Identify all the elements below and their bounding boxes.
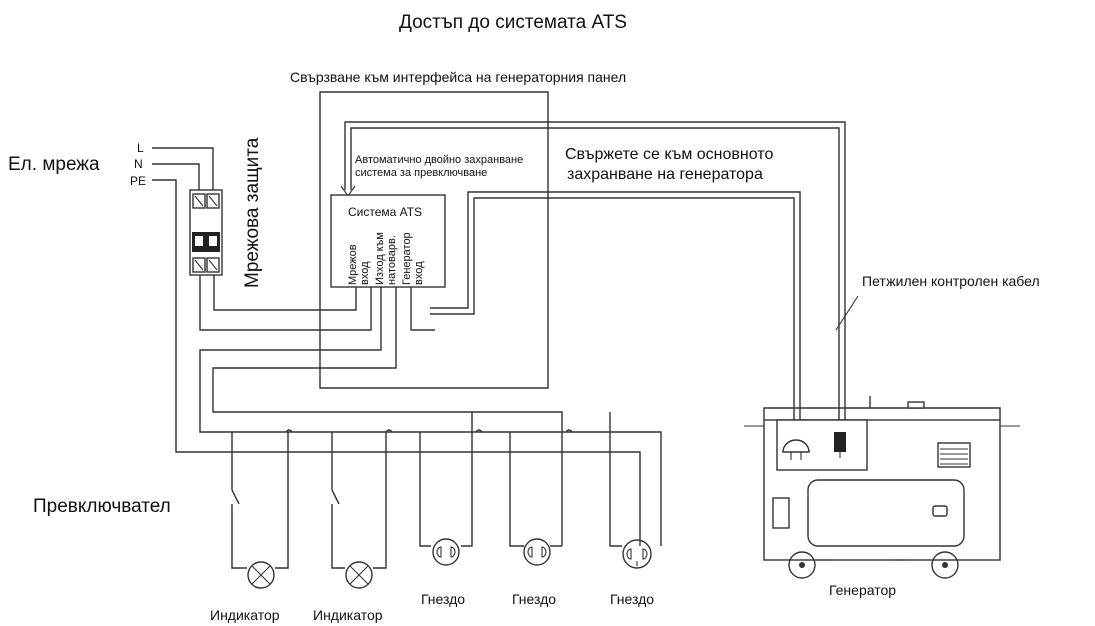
panel-interface-label: Свързване към интерфейса на генераторния… (290, 69, 626, 85)
wire-l-label: L (137, 141, 144, 155)
panel-interface-loop (319, 91, 549, 389)
switch-2 (331, 489, 340, 505)
generator-label: Генератор (829, 582, 896, 598)
indicator-1-lamp (247, 561, 275, 589)
switch-label: Превключвател (33, 496, 171, 517)
five-core-leader (835, 295, 859, 331)
socket-1 (432, 538, 460, 566)
ats-system-label: Система ATS (348, 205, 422, 219)
diagram-title: Достъп до системата ATS (399, 12, 627, 33)
socket-1-circuit (419, 412, 473, 547)
indicator-2-circuit (331, 432, 387, 569)
wire-pe (152, 179, 641, 546)
ats-mains-label-1: Мрежов (347, 244, 359, 285)
ats-gen-label-1: Генератор (401, 232, 413, 285)
switch-1 (231, 489, 240, 505)
indicator-2-label: Индикатор (313, 607, 383, 623)
grid-protection-label: Мрежова защита (242, 137, 263, 288)
grid-label: Ел. мрежа (8, 154, 100, 175)
generator-illustration (744, 396, 1020, 579)
auto-dual-label-1: Автоматично двойно захранване (355, 154, 523, 166)
wire-n (152, 163, 200, 192)
wire-n-label: N (134, 157, 143, 171)
ats-load-label-1: Изход към (374, 232, 386, 285)
indicator-1-circuit (231, 432, 289, 569)
five-core-cable-label: Петжилен контролен кабел (862, 273, 1040, 289)
wire-pe-label: PE (130, 174, 146, 188)
ats-gen-label-2: вход (413, 261, 425, 285)
generator-main-inner (430, 197, 795, 432)
indicator-2-lamp (345, 561, 373, 589)
generator-main-outer (430, 191, 801, 432)
socket-3-label: Гнездо (610, 591, 654, 607)
ats-system-box (330, 194, 446, 288)
mains-breaker (189, 189, 223, 276)
ats-load-label-2: натоварв. (386, 235, 398, 285)
breaker-to-ats-mains-1 (199, 275, 372, 331)
socket-3-circuit (609, 412, 622, 547)
generator-vent (937, 442, 971, 468)
socket-2-label: Гнездо (512, 591, 556, 607)
socket-1-label: Гнездо (421, 591, 465, 607)
load-output-wire-1 (199, 287, 662, 546)
socket-2 (523, 538, 551, 566)
breaker-to-ats-mains-2 (213, 275, 357, 311)
wire-l (152, 147, 214, 192)
gen-input-wire-1 (410, 287, 435, 331)
connect-main-label-2: захранване на генератора (567, 166, 763, 183)
load-output-wire-2 (212, 287, 563, 546)
control-cable-outer (344, 121, 846, 432)
indicator-1-label: Индикатор (210, 607, 280, 623)
connect-main-label-1: Свържете се към основното (565, 146, 773, 163)
socket-2-circuit (509, 432, 562, 547)
ats-mains-label-2: вход (359, 261, 371, 285)
control-cable-inner (350, 127, 840, 432)
socket-3 (622, 539, 652, 569)
wire-crossings (285, 429, 573, 433)
auto-dual-label-2: система за превключване (355, 167, 487, 179)
